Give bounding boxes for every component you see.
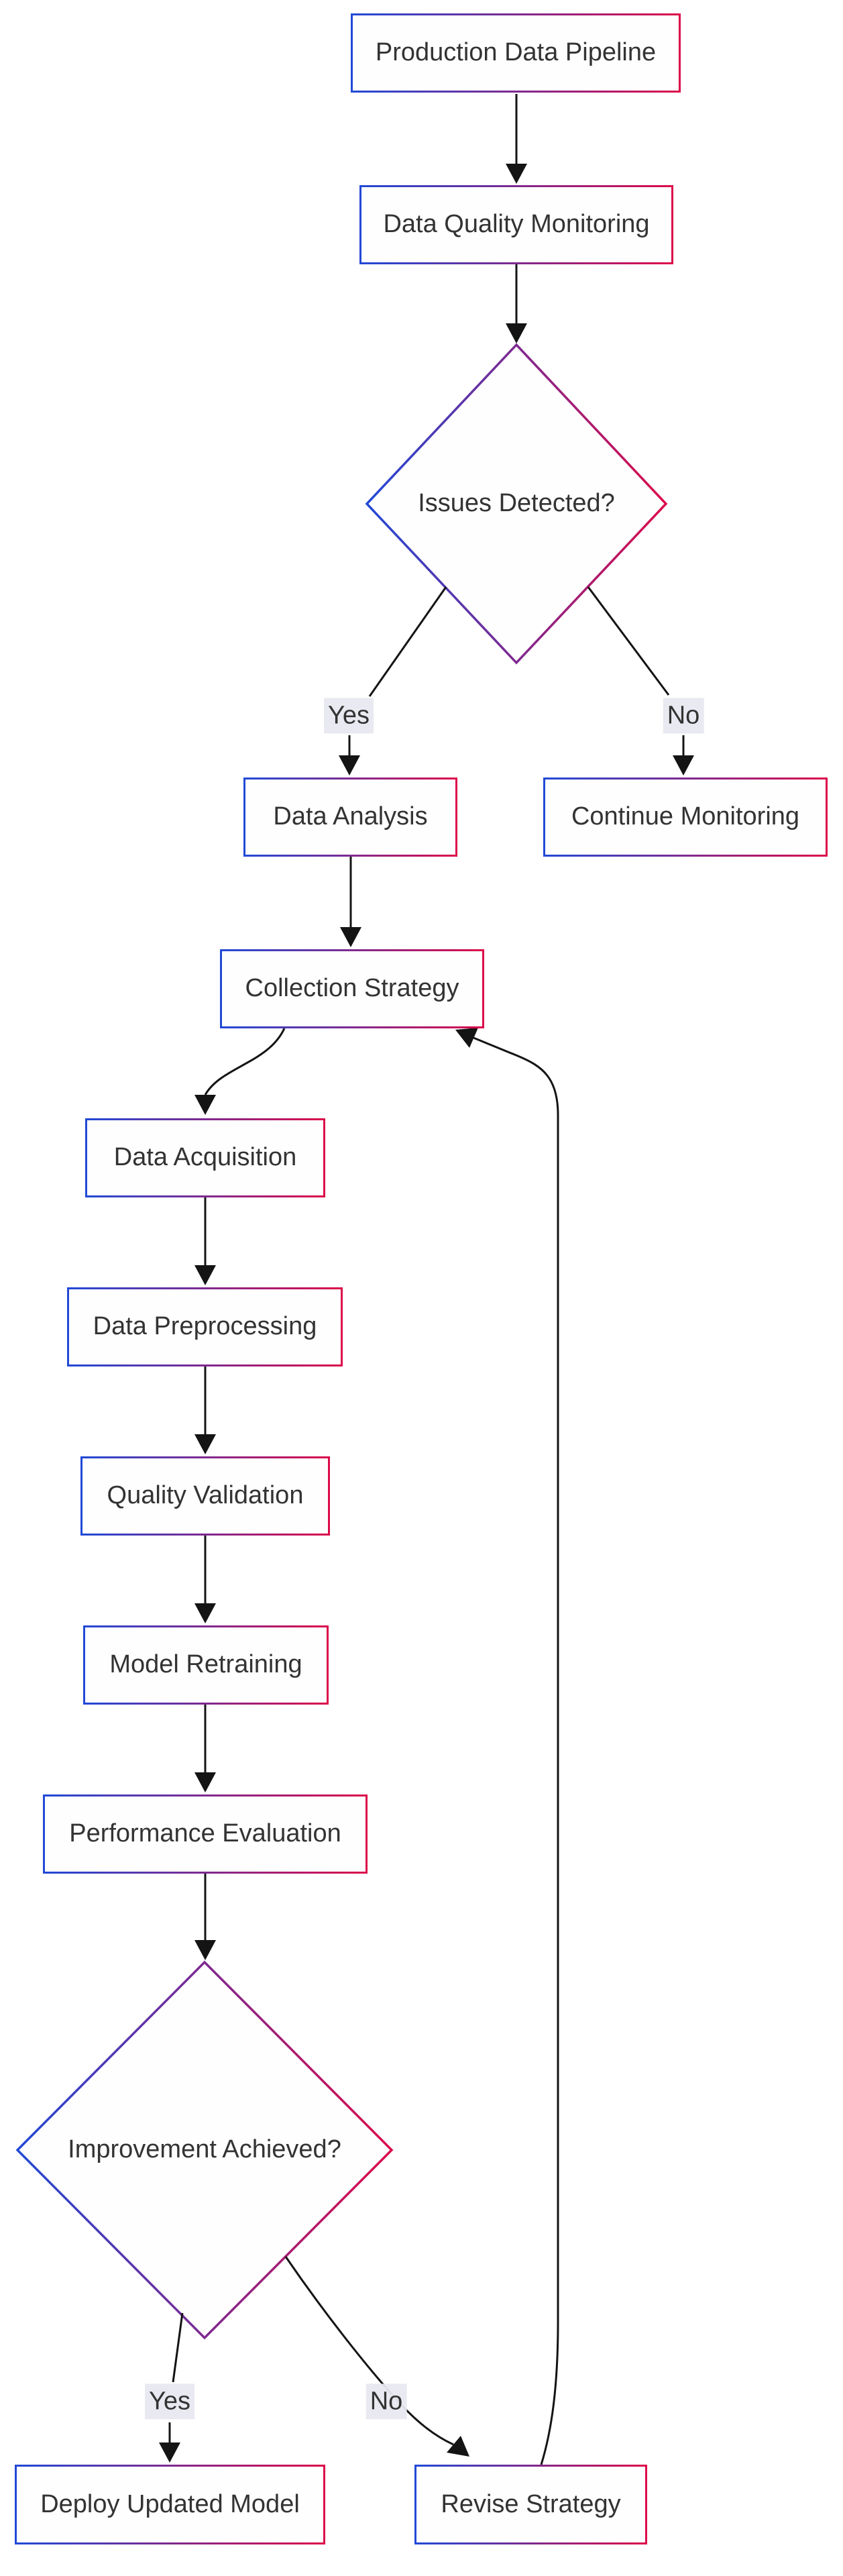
arrowhead-acquisition-to-preprocessing xyxy=(194,1265,216,1285)
node-label: Data Preprocessing xyxy=(93,1312,317,1341)
node-revise-strategy: Revise Strategy xyxy=(414,2465,647,2544)
arrowhead-production-to-monitoring xyxy=(506,164,527,184)
node-label: Performance Evaluation xyxy=(69,1819,341,1848)
arrowhead-monitoring-to-issues xyxy=(506,323,527,343)
node-label: Quality Validation xyxy=(107,1481,304,1510)
node-deploy-updated-model: Deploy Updated Model xyxy=(15,2465,325,2544)
node-label: Model Retraining xyxy=(109,1650,302,1679)
arrowhead-retraining-to-evaluation xyxy=(194,1772,216,1792)
arrowhead-analysis-to-collection xyxy=(340,927,361,947)
node-label: Revise Strategy xyxy=(441,2489,621,2518)
arrowhead-revise-to-collection xyxy=(455,1028,478,1048)
node-quality-validation: Quality Validation xyxy=(80,1456,330,1536)
diamond-label-improvement-achieved: Improvement Achieved? xyxy=(68,2135,341,2164)
arrowhead-preprocessing-to-validation xyxy=(194,1434,216,1454)
node-model-retraining: Model Retraining xyxy=(83,1625,329,1705)
arrowhead-issues-to-analysis xyxy=(339,755,360,775)
arrowhead-validation-to-retraining xyxy=(194,1603,216,1623)
edge-label-no-improvement: No xyxy=(366,2383,407,2420)
diamond-issues-detected xyxy=(365,343,668,665)
node-label: Data Acquisition xyxy=(113,1143,297,1172)
node-label: Production Data Pipeline xyxy=(375,38,657,67)
edge-issues-yes-upper xyxy=(368,586,447,697)
arrowhead-collection-to-acquisition xyxy=(194,1095,216,1115)
arrowhead-improvement-to-deploy xyxy=(159,2443,180,2463)
edge-revise-loop-to-collection xyxy=(473,1036,559,2465)
edge-label-yes-improvement: Yes xyxy=(145,2383,194,2420)
node-continue-monitoring: Continue Monitoring xyxy=(543,777,828,857)
edge-collection-to-acquisition xyxy=(204,1028,286,1095)
diamond-label-issues-detected: Issues Detected? xyxy=(418,489,615,518)
node-label: Continue Monitoring xyxy=(571,802,800,831)
node-label: Data Analysis xyxy=(273,802,428,831)
node-label: Collection Strategy xyxy=(245,974,459,1003)
node-collection-strategy: Collection Strategy xyxy=(220,949,484,1028)
diamond-improvement-achieved xyxy=(15,1960,394,2340)
arrowhead-issues-to-continue xyxy=(673,755,694,775)
edge-label-no-issues: No xyxy=(663,698,704,734)
node-label: Deploy Updated Model xyxy=(40,2489,300,2518)
node-production-data-pipeline: Production Data Pipeline xyxy=(351,13,681,93)
node-data-analysis: Data Analysis xyxy=(243,777,457,857)
node-data-acquisition: Data Acquisition xyxy=(85,1118,325,1197)
arrowhead-evaluation-to-improvement xyxy=(194,1940,216,1960)
arrowhead-improvement-to-revise xyxy=(447,2436,469,2457)
node-performance-evaluation: Performance Evaluation xyxy=(43,1794,368,1874)
edge-improvement-yes-upper xyxy=(172,2312,184,2383)
edge-issues-no-upper xyxy=(587,586,670,696)
node-data-quality-monitoring: Data Quality Monitoring xyxy=(359,185,673,264)
node-label: Data Quality Monitoring xyxy=(383,210,650,239)
node-data-preprocessing: Data Preprocessing xyxy=(67,1287,343,1366)
edge-label-yes-issues: Yes xyxy=(324,698,374,734)
